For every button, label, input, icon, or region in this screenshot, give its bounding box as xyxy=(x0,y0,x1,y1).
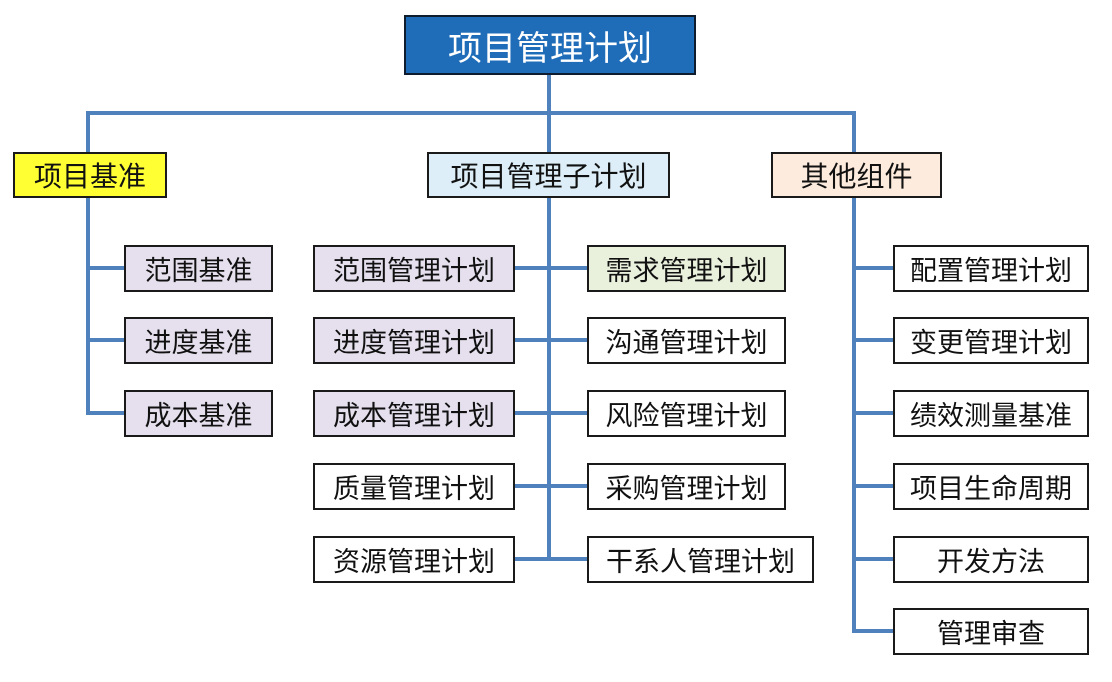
other-item-development-approach: 开发方法 xyxy=(893,536,1089,583)
subplan-item-procurement: 采购管理计划 xyxy=(587,463,786,510)
baseline-item-schedule: 进度基准 xyxy=(124,317,273,364)
other-item-performance-baseline: 绩效测量基准 xyxy=(893,390,1089,437)
category-baseline: 项目基准 xyxy=(13,152,167,198)
other-item-life-cycle: 项目生命周期 xyxy=(893,463,1089,510)
subplan-item-requirements: 需求管理计划 xyxy=(587,245,786,292)
root-node-title: 项目管理计划 xyxy=(404,15,696,75)
baseline-item-scope: 范围基准 xyxy=(124,245,273,292)
subplan-item-scope: 范围管理计划 xyxy=(313,245,515,292)
other-item-configuration: 配置管理计划 xyxy=(893,245,1089,292)
subplan-item-risk: 风险管理计划 xyxy=(587,390,786,437)
other-item-change: 变更管理计划 xyxy=(893,317,1089,364)
subplan-item-cost: 成本管理计划 xyxy=(313,390,515,437)
subplan-item-schedule: 进度管理计划 xyxy=(313,317,515,364)
subplan-item-communications: 沟通管理计划 xyxy=(587,317,786,364)
subplan-item-resource: 资源管理计划 xyxy=(313,536,515,583)
subplan-item-stakeholder: 干系人管理计划 xyxy=(587,536,814,583)
category-other-components: 其他组件 xyxy=(771,152,942,198)
other-item-management-reviews: 管理审查 xyxy=(893,608,1089,655)
baseline-item-cost: 成本基准 xyxy=(124,390,273,437)
category-subplans: 项目管理子计划 xyxy=(427,152,670,198)
subplan-item-quality: 质量管理计划 xyxy=(313,463,515,510)
